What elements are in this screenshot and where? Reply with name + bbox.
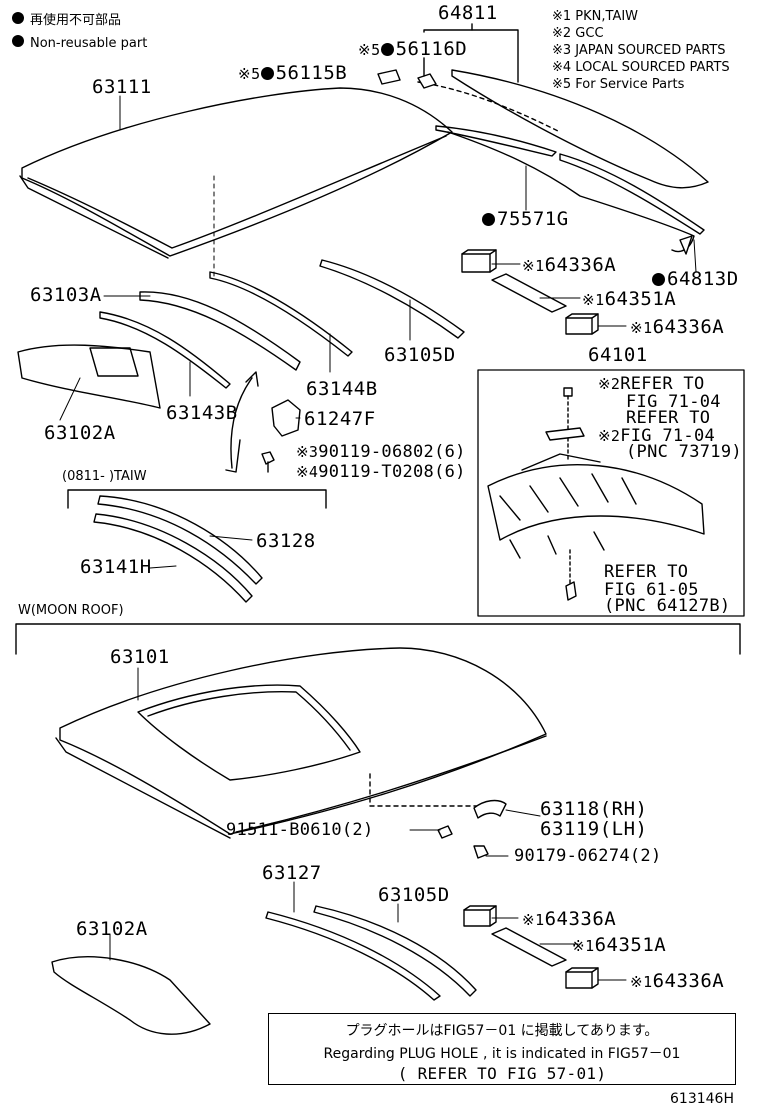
ref-fig-71-04-a-line2: FIG 71-04 (626, 392, 721, 412)
ref-fig-71-04-b-line3: (PNC 73719) (626, 442, 742, 462)
part-label-90179: 90179-06274(2) (514, 846, 662, 866)
note-2: ※2 GCC (552, 26, 604, 41)
plug-note-en: Regarding PLUG HOLE , it is indicated in… (323, 1046, 681, 1062)
part-label-64336a-upper-2: ※164336A (630, 316, 725, 338)
part-label-63127: 63127 (262, 862, 322, 884)
figure-id: 613146H (670, 1091, 734, 1107)
roof-panel-drawing (19, 87, 453, 259)
back-glass-drawing (417, 69, 709, 255)
nonreusable-dot-icon (482, 213, 495, 226)
note-1: ※1 PKN,TAIW (552, 9, 639, 24)
part-label-64336a-upper-1: ※164336A (522, 254, 617, 276)
ref-fig-61-05-line2: FIG 61-05 (604, 580, 699, 600)
part-label-90119-06802: ※390119-06802(6) (296, 442, 466, 462)
package-tray-drawing (487, 387, 705, 601)
part-label-63103a: 63103A (30, 284, 102, 306)
part-label-63102a-upper: 63102A (44, 422, 116, 444)
part-label-64101: 64101 (588, 344, 648, 366)
part-label-61247f: 61247F (304, 408, 376, 430)
moonroof-bracket (15, 623, 741, 655)
part-label-63119: 63119(LH) (540, 818, 648, 840)
part-label-63111: 63111 (92, 76, 152, 98)
part-label-63101: 63101 (110, 646, 170, 668)
legend-nonreusable-en: Non-reusable part (12, 35, 147, 50)
part-label-64351a-lower: ※164351A (572, 934, 667, 956)
taiw-condition-label: (0811- )TAIW (62, 469, 147, 484)
part-label-63118: 63118(RH) (540, 798, 648, 820)
part-label-91511: 91511-B0610(2) (226, 820, 374, 840)
part-label-64811: 64811 (438, 2, 498, 24)
part-label-63143b: 63143B (166, 402, 238, 424)
part-label-64813d: 64813D (652, 270, 739, 289)
moonroof-condition-label: W(MOON ROOF) (18, 603, 124, 618)
plug-note-jp: プラグホールはFIG57－01 に掲載してあります。 (345, 1023, 659, 1039)
pads-lower-drawing (463, 905, 599, 989)
ref-fig-71-04-b-line2: ※2FIG 71-04 (598, 426, 716, 446)
note-5: ※5 For Service Parts (552, 77, 685, 92)
nonreusable-dot-icon (380, 43, 394, 56)
ref-fig-71-04-b-line1: REFER TO (626, 408, 711, 428)
taiw-bracket (67, 489, 327, 509)
leader-lines (59, 95, 697, 981)
clip-56116d-drawing (417, 73, 437, 89)
assembly-arrow (230, 371, 259, 469)
part-label-63141h: 63141H (80, 556, 152, 578)
roof-rails-lower-drawing (265, 905, 477, 1001)
part-label-75571g: 75571G (482, 210, 569, 229)
rails-taiw-drawing (93, 495, 263, 603)
note-3: ※3 JAPAN SOURCED PARTS (552, 43, 726, 58)
package-tray-box (477, 369, 745, 617)
part-label-90119-t0208: ※490119-T0208(6) (296, 462, 466, 482)
clip-56115b-drawing (377, 69, 401, 85)
ref-fig-61-05-line3: (PNC 64127B) (604, 596, 731, 616)
ref-fig-71-04-a: ※2REFER TO (598, 374, 705, 394)
nonreusable-dot-icon (652, 273, 665, 286)
part-label-63105d-lower: 63105D (378, 884, 450, 906)
part-label-64351a-upper: ※164351A (582, 288, 677, 310)
cross-member-lower-drawing (51, 956, 211, 1035)
bracket-63118-drawing (473, 799, 507, 819)
part-label-64336a-lower-2: ※164336A (630, 970, 725, 992)
plug-note-ref: ( REFER TO FIG 57-01) (397, 1064, 607, 1083)
part-label-63144b: 63144B (306, 378, 378, 400)
note-4: ※4 LOCAL SOURCED PARTS (552, 60, 730, 75)
part-label-63128: 63128 (256, 530, 316, 552)
part-label-63105d-upper: 63105D (384, 344, 456, 366)
moonroof-panel-drawing (55, 647, 547, 839)
plug-hole-note-box: プラグホールはFIG57－01 に掲載してあります。 Regarding PLU… (268, 1013, 736, 1085)
bullet-icon (12, 35, 24, 47)
bracket-61247f-drawing (271, 399, 301, 437)
part-label-63102a-lower: 63102A (76, 918, 148, 940)
part-label-64336a-lower-1: ※164336A (522, 908, 617, 930)
bullet-icon (12, 12, 24, 24)
pads-upper-drawing (461, 249, 599, 335)
legend-nonreusable-jp: 再使用不可部品 (12, 12, 121, 27)
roof-rails-upper-drawing (17, 259, 465, 409)
ref-fig-61-05-line1: REFER TO (604, 562, 689, 582)
nonreusable-dot-icon (260, 67, 274, 80)
